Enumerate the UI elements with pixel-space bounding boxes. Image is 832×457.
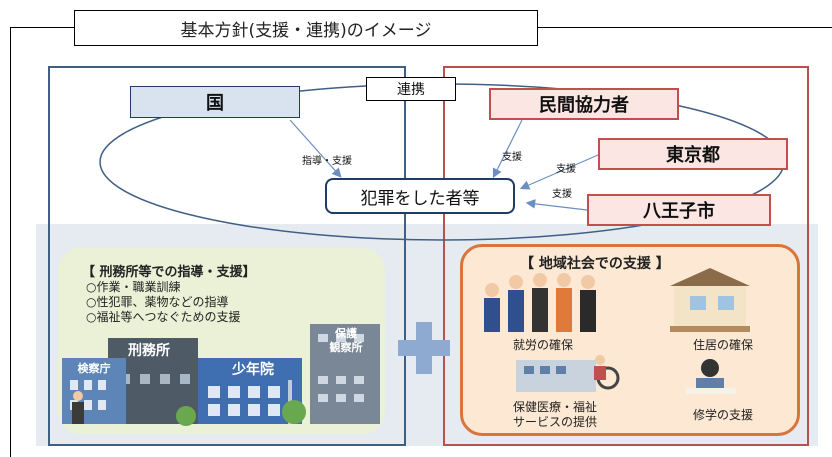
- node-hachioji: 八王子市: [587, 194, 771, 226]
- community-illustrations: [484, 268, 750, 394]
- prison-item-2: ○性犯罪、薬物などの指導: [86, 295, 229, 309]
- plus-sign: [396, 320, 452, 376]
- buildings-illustration: [62, 324, 380, 426]
- caption-shugaku: 修学の支援: [692, 408, 753, 422]
- label-hogo: 保護: [335, 327, 357, 340]
- label-shien-1: 支援: [502, 152, 522, 163]
- outer-frame-top-left: [10, 27, 74, 28]
- prison-item-1: ○作業・職業訓練: [86, 280, 181, 294]
- arrow-tokyo: [519, 154, 599, 190]
- node-kuni: 国: [130, 86, 300, 118]
- left-panel: [48, 66, 406, 446]
- outer-frame-left: [10, 27, 11, 457]
- prison-item-3: ○福祉等へつなぐための支援: [86, 310, 241, 324]
- workers-illustration: [484, 273, 596, 332]
- arrow-minkan: [492, 119, 523, 179]
- student-illustration: [686, 359, 736, 394]
- label-shidou-shien: 指導・支援: [302, 156, 352, 167]
- outer-frame-top-right: [536, 27, 832, 28]
- label-shien-3: 支援: [552, 189, 572, 200]
- right-panel: [443, 66, 809, 446]
- arrow-kuni: [289, 119, 342, 178]
- label-kansatsusho: 観察所: [329, 341, 363, 354]
- label-keimusho: 刑務所: [128, 343, 170, 359]
- label-kensatsucho: 検察庁: [62, 360, 126, 376]
- prison-support-heading: 【 刑務所等での指導・支援】: [82, 265, 256, 280]
- node-minkan: 民間協力者: [489, 88, 679, 120]
- label-shonenin: 少年院: [232, 362, 274, 378]
- node-tokyo: 東京都: [598, 138, 788, 170]
- caption-hoken-2: サービスの提供: [512, 415, 597, 429]
- node-renkei: 連携: [366, 77, 456, 101]
- caption-jukyo: 住居の確保: [692, 338, 753, 352]
- arrow-hachioji: [525, 199, 588, 211]
- caption-shuro: 就労の確保: [512, 338, 573, 352]
- diagram-title: 基本方針(支援・連携)のイメージ: [74, 10, 538, 46]
- caption-hoken-1: 保健医療・福祉: [512, 400, 597, 414]
- label-shien-2: 支援: [556, 164, 576, 175]
- community-support-heading: 【 地域社会での支援 】: [520, 256, 670, 272]
- house-illustration: [670, 268, 750, 332]
- care-facility-illustration: [516, 355, 620, 392]
- node-center: 犯罪をした者等: [325, 178, 515, 214]
